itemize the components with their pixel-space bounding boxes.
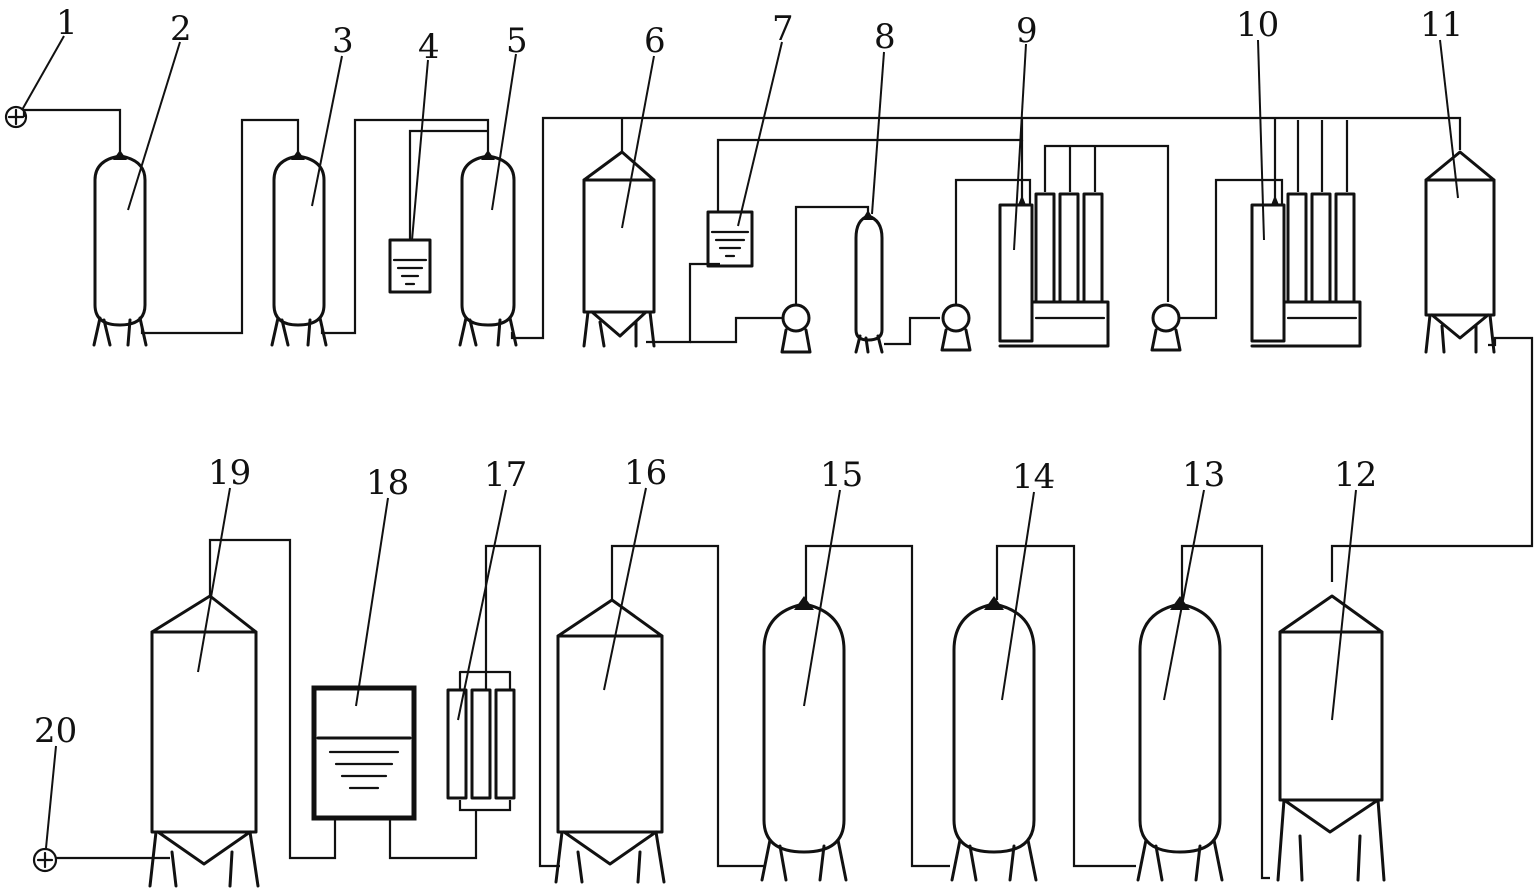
label-16: 16 (624, 453, 667, 493)
pump-b (940, 303, 972, 352)
cartridge-filter-17 (446, 670, 516, 800)
label-8: 8 (874, 17, 896, 57)
pump-c (1150, 303, 1182, 352)
dosing-box-18 (311, 685, 417, 821)
inlet-1 (4, 105, 28, 129)
label-20: 20 (34, 711, 77, 751)
number-labels: 1 2 3 4 5 6 7 8 9 10 11 12 13 14 15 16 1… (34, 3, 1463, 751)
pressure-tank-13 (1136, 596, 1224, 882)
cone-tank-19 (148, 594, 260, 888)
label-5: 5 (506, 21, 528, 61)
pressure-tank-3 (270, 150, 328, 347)
label-12: 12 (1334, 455, 1377, 495)
label-2: 2 (170, 9, 192, 49)
label-11: 11 (1420, 5, 1463, 45)
cone-tank-12 (1276, 594, 1386, 882)
pump-a (780, 303, 812, 354)
label-1: 1 (56, 3, 78, 43)
label-10: 10 (1236, 5, 1279, 45)
cone-tank-16 (554, 598, 666, 884)
dosing-box-7 (706, 210, 754, 268)
label-13: 13 (1182, 455, 1225, 495)
pipes-bottom-row (56, 538, 1270, 880)
pressure-tank-15 (760, 596, 848, 882)
pipes-top-row (22, 108, 1534, 582)
filter-8 (854, 210, 884, 354)
label-19: 19 (208, 453, 251, 493)
pressure-tank-2 (92, 150, 148, 347)
dosing-box-4 (388, 238, 432, 294)
pressure-tank-5 (458, 150, 518, 347)
label-14: 14 (1012, 457, 1055, 497)
cone-tank-11 (1424, 150, 1496, 354)
cone-tank-6 (582, 150, 656, 348)
leader-lines (21, 35, 1459, 849)
label-9: 9 (1016, 11, 1038, 51)
label-6: 6 (644, 21, 666, 61)
label-4: 4 (418, 27, 440, 67)
pressure-tank-14 (950, 596, 1038, 882)
label-15: 15 (820, 455, 863, 495)
label-7: 7 (772, 9, 794, 49)
label-17: 17 (484, 455, 527, 495)
membrane-unit-10 (1250, 192, 1362, 348)
outlet-20 (32, 847, 58, 873)
label-18: 18 (366, 463, 409, 503)
label-3: 3 (332, 21, 354, 61)
